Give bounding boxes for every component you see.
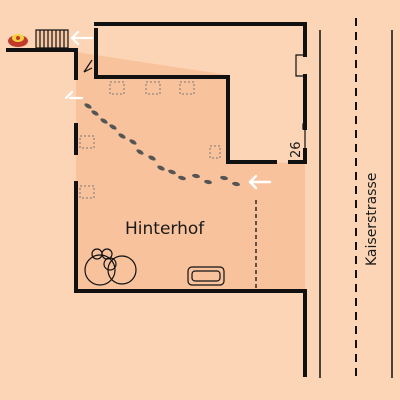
door-frame — [295, 54, 307, 150]
planter-icon — [145, 81, 161, 95]
restaurant-logo-icon — [8, 34, 28, 47]
footprints-icon — [84, 103, 240, 187]
bicycle-icon — [84, 248, 137, 286]
planter-icon — [209, 145, 221, 159]
planter-icon — [109, 81, 125, 95]
stairs-icon — [35, 29, 69, 49]
left-arrow-icon — [64, 90, 84, 100]
planters — [79, 81, 221, 199]
planter-icon — [79, 135, 95, 149]
planter-icon — [79, 185, 95, 199]
bench-icon — [187, 266, 225, 286]
planter-icon — [179, 81, 195, 95]
left-arrow-icon — [70, 30, 94, 46]
house-number: 26 — [289, 141, 304, 158]
door-swing-icon — [83, 59, 93, 73]
left-arrow-icon — [248, 174, 272, 190]
street-label: Kaiserstrasse — [364, 173, 380, 266]
courtyard-area — [76, 52, 305, 290]
building-walls — [6, 22, 307, 377]
courtyard-label: Hinterhof — [125, 219, 205, 239]
